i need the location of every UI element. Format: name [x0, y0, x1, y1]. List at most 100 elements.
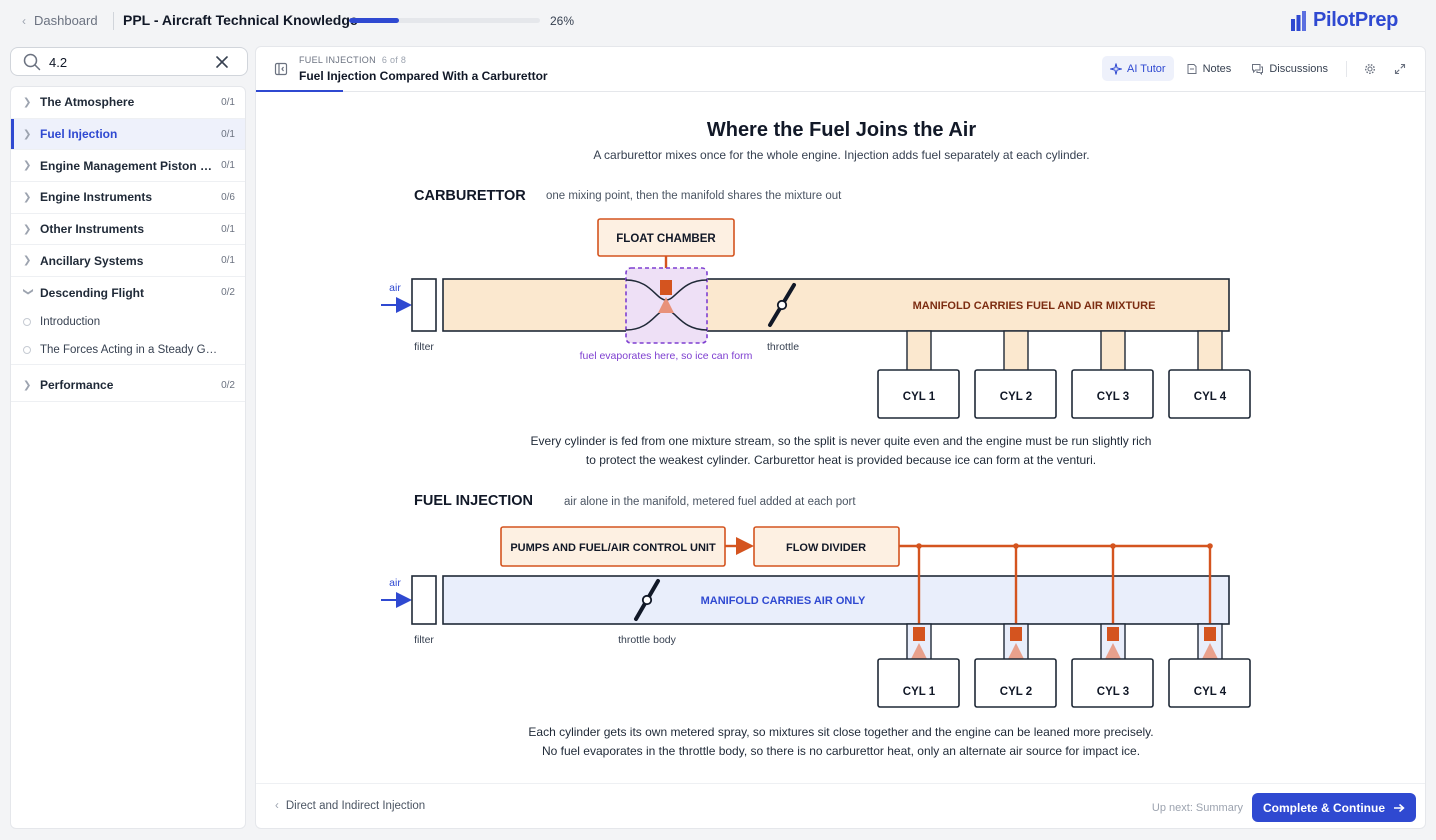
discussions-button[interactable]: Discussions: [1243, 56, 1336, 81]
sidebar-item-label: Other Instruments: [40, 222, 145, 237]
injection-cylinders: CYL 1 CYL 2 CYL 3 CYL 4: [877, 543, 1251, 708]
chevron-right-icon: ❯: [23, 191, 32, 203]
arrow-right-icon: [1394, 803, 1405, 812]
carb-cylinder-label: CYL 3: [1097, 391, 1129, 403]
carb-manifold-label: MANIFOLD CARRIES FUEL AND AIR MIXTURE: [913, 300, 1156, 312]
lesson-actions: AI Tutor Notes Discussions: [1102, 56, 1413, 81]
sidebar-item-count: 0/1: [221, 128, 235, 140]
sidebar-item-engine-management[interactable]: ❯ Engine Management Piston Engines 0/1: [11, 150, 245, 183]
carb-cylinder: [1168, 369, 1251, 419]
settings-button[interactable]: [1357, 56, 1383, 81]
injector-spray: [1202, 643, 1218, 659]
dashboard-back-link[interactable]: ‹ Dashboard: [22, 13, 98, 28]
sidebar-lesson-label: Introduction: [40, 316, 101, 329]
injector-nozzle: [1204, 627, 1216, 641]
complete-continue-button[interactable]: Complete & Continue: [1252, 793, 1416, 822]
gear-icon: [1364, 63, 1376, 74]
carb-heading: CARBURETTOR: [414, 188, 526, 204]
sidebar-item-atmosphere[interactable]: ❯ The Atmosphere 0/1: [11, 87, 245, 119]
fuel-spray: [658, 297, 674, 313]
junction-dot: [1207, 543, 1213, 549]
pilotprep-logo[interactable]: PilotPrep: [1290, 9, 1398, 32]
lesson-status-icon: [23, 318, 31, 327]
sidebar-item-label: Ancillary Systems: [40, 253, 144, 268]
sidebar-item-engine-instruments[interactable]: ❯ Engine Instruments 0/6: [11, 182, 245, 214]
injection-heading: FUEL INJECTION: [414, 493, 533, 509]
inj-cylinder: [1071, 658, 1154, 708]
fullscreen-button[interactable]: [1387, 56, 1413, 81]
complete-continue-label: Complete & Continue: [1263, 800, 1385, 815]
course-title: PPL - Aircraft Technical Knowledge: [123, 12, 358, 28]
notes-button[interactable]: Notes: [1178, 56, 1240, 81]
divider: [113, 12, 114, 30]
sidebar-item-other-instruments[interactable]: ❯ Other Instruments 0/1: [11, 214, 245, 246]
junction-dot: [1013, 543, 1019, 549]
flow-divider-label: FLOW DIVIDER: [786, 542, 866, 554]
inj-filter: [411, 575, 437, 625]
carb-filter-label: filter: [414, 341, 434, 353]
sparkle-icon: [1110, 62, 1123, 75]
carb-cylinders: CYL 1 CYL 2 CYL 3 CYL 4: [877, 330, 1251, 419]
carb-cylinder: [877, 369, 960, 419]
carb-cylinder-label: CYL 1: [903, 391, 936, 403]
carb-cylinder-label: CYL 4: [1194, 391, 1227, 403]
inj-manifold-label: MANIFOLD CARRIES AIR ONLY: [701, 595, 866, 607]
fuel-nozzle: [660, 280, 672, 295]
sidebar-item-count: 0/1: [221, 160, 235, 172]
sidebar-item-label: The Atmosphere: [40, 95, 135, 110]
sidebar-item-fuel-injection[interactable]: ❯ Fuel Injection 0/1: [11, 118, 245, 151]
top-bar: ‹ Dashboard PPL - Aircraft Technical Kno…: [0, 0, 1436, 42]
chevron-right-icon: ❯: [23, 255, 32, 267]
inj-cylinder: [974, 658, 1057, 708]
sidebar-item-count: 0/2: [221, 287, 235, 299]
float-chamber-label: FLOAT CHAMBER: [616, 233, 716, 245]
sidebar-item-descending-flight[interactable]: ❯ Descending Flight 0/2: [11, 277, 245, 309]
junction-dot: [1110, 543, 1116, 549]
sidebar-item-performance[interactable]: ❯ Performance 0/2: [11, 370, 245, 402]
lesson-tab-indicator: [256, 90, 343, 92]
section-name: FUEL INJECTION: [299, 55, 376, 65]
sidebar-item-label: Fuel Injection: [40, 127, 118, 142]
injector-spray: [911, 643, 927, 659]
previous-lesson-label: Direct and Indirect Injection: [285, 800, 426, 812]
sidebar-item-label: Engine Instruments: [40, 190, 153, 205]
injector-nozzle: [913, 627, 925, 641]
search-input[interactable]: [49, 53, 209, 71]
inj-cylinder-label: CYL 4: [1194, 686, 1227, 698]
carb-manifold: [442, 278, 1230, 332]
inj-air-label: air: [389, 577, 401, 589]
inj-throttle-pivot: [641, 594, 653, 606]
inj-filter-label: filter: [414, 634, 434, 646]
diagram-subtitle: A carburettor mixes once for the whole e…: [593, 148, 1090, 162]
sidebar-lesson-introduction[interactable]: Introduction: [11, 309, 245, 336]
diagram-title: Where the Fuel Joins the Air: [706, 119, 977, 141]
notes-label: Notes: [1202, 62, 1232, 75]
previous-lesson-link[interactable]: ‹ Direct and Indirect Injection: [275, 800, 425, 812]
lesson-status-icon: [23, 345, 31, 354]
pump-to-divider-arrow-icon: [736, 537, 754, 555]
carb-runner: [1100, 330, 1126, 372]
logo-bars-icon: [1291, 10, 1306, 31]
search-box: [10, 47, 248, 76]
injector-spray: [1105, 643, 1121, 659]
expand-icon: [1394, 63, 1406, 74]
chevron-left-icon: ‹: [22, 13, 26, 28]
ai-tutor-button[interactable]: AI Tutor: [1102, 56, 1174, 81]
collapse-sidebar-icon[interactable]: [274, 62, 288, 76]
sidebar-item-label: Performance: [40, 378, 114, 393]
throttle-body-label: throttle body: [618, 634, 677, 646]
chevron-down-icon: ❯: [22, 287, 34, 297]
sidebar-item-ancillary-systems[interactable]: ❯ Ancillary Systems 0/1: [11, 245, 245, 278]
clear-search-icon[interactable]: [214, 54, 230, 70]
inj-air-arrow-icon: [396, 592, 412, 608]
chevron-left-icon: ‹: [275, 800, 279, 812]
sidebar-item-count: 0/1: [221, 223, 235, 235]
course-progress-label: 26%: [550, 14, 575, 28]
sidebar-lesson-forces-steady-glide[interactable]: The Forces Acting in a Steady Glide: [11, 336, 245, 365]
venturi-note: fuel evaporates here, so ice can form: [580, 350, 753, 362]
injector-nozzle: [1010, 627, 1022, 641]
search-icon: [23, 53, 41, 71]
sidebar-lesson-label: The Forces Acting in a Steady Glide: [40, 343, 218, 356]
